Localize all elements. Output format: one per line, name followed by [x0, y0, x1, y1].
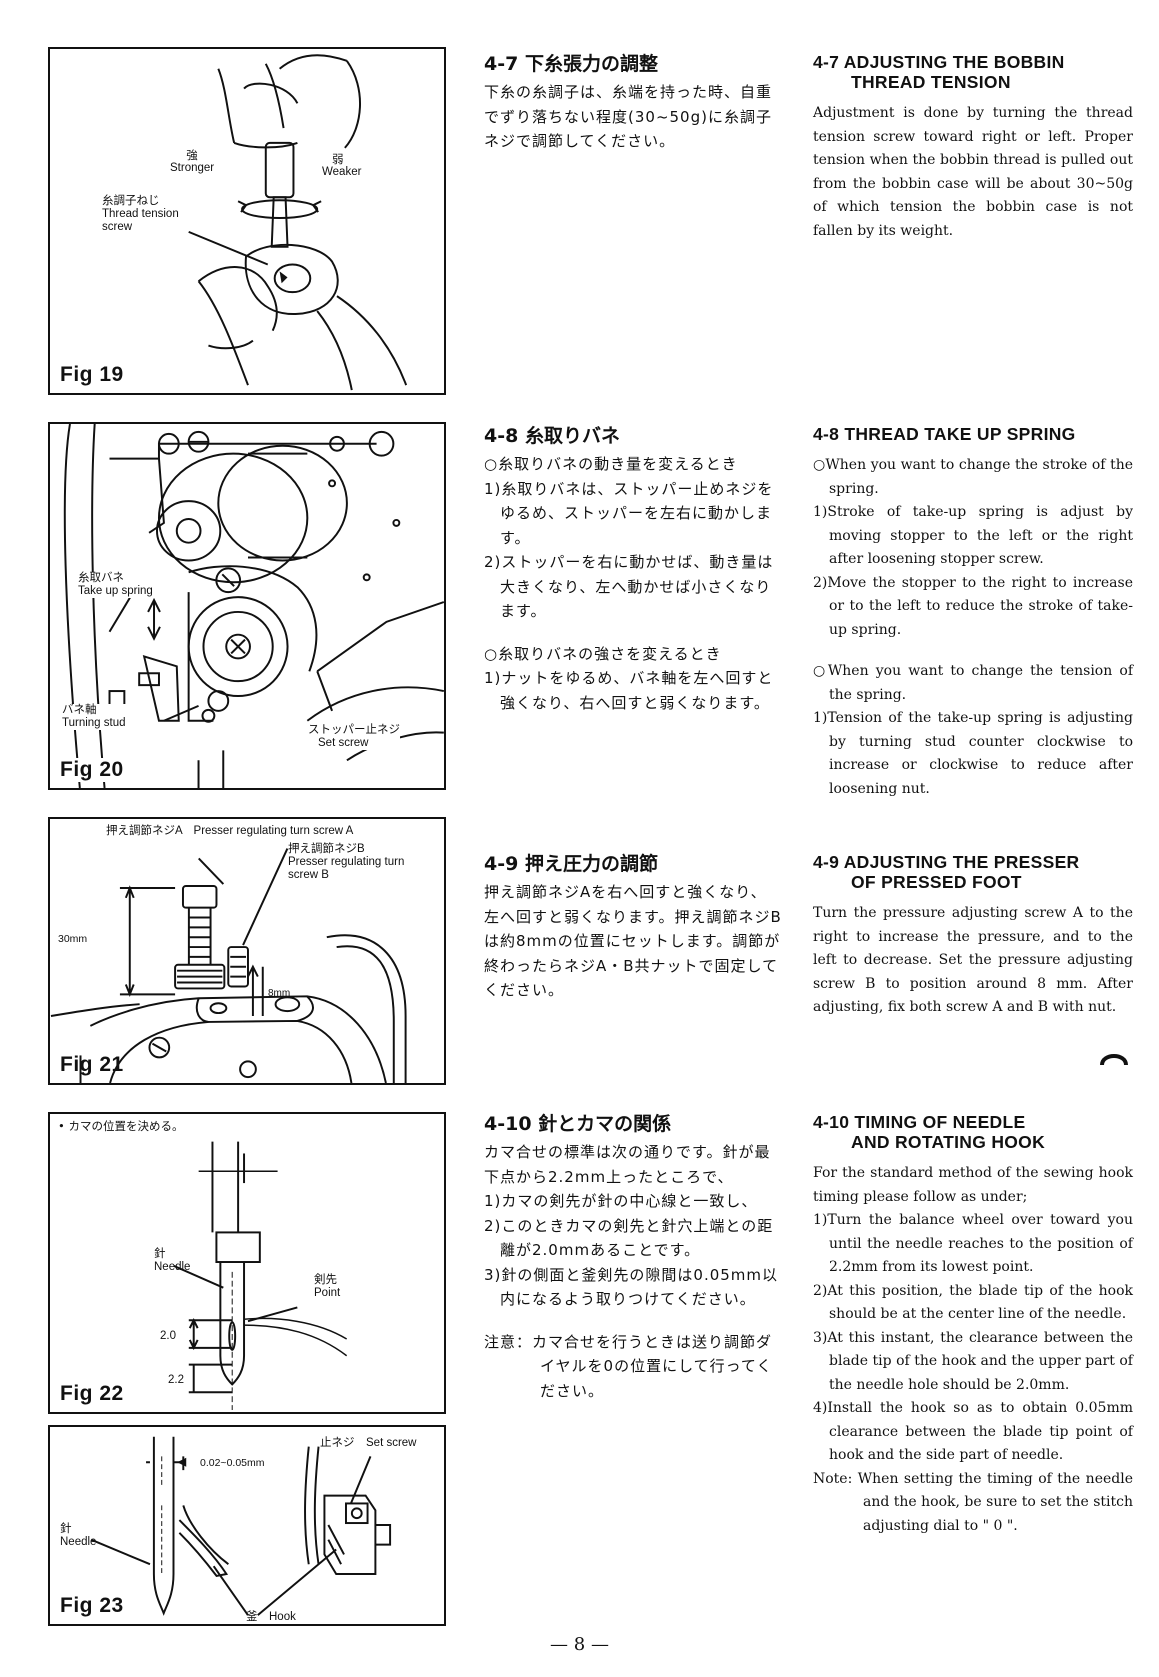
section-4-7-jp-text: 下糸の糸調子は、糸端を持った時、自重でずり落ちない程度(30~50g)に糸調子ネ… [484, 83, 773, 150]
section-4-10-japanese: 4-10 針とカマの関係 カマ合せの標準は次の通りです。針が最下点から2.2mm… [484, 1112, 782, 1403]
fig22-dim22: 2.2 [168, 1374, 184, 1386]
section-4-9-en-title: 4-9 ADJUSTING THE PRESSER OF PRESSED FOO… [813, 852, 1080, 892]
section-4-8-en-title: 4-8 THREAD TAKE UP SPRING [813, 424, 1076, 444]
fig19-weaker-label: 弱 Weaker [322, 152, 362, 179]
section-4-8-en-heading-1: ○When you want to change the stroke of t… [813, 457, 1133, 497]
section-4-10-en-item-3: 3)At this instant, the clearance between… [813, 1329, 1133, 1393]
section-4-8-english: 4-8 THREAD TAKE UP SPRING ○When you want… [813, 424, 1133, 801]
fig21-dim8: 8mm [268, 988, 291, 999]
fig23-clearance-label: 0.02~0.05mm [200, 1457, 265, 1469]
fig21-screwA-label: 押え調節ネジA Presser regulating turn screw A [106, 825, 354, 837]
fig19-screw-label: 糸調子ねじ Thread tension screw [102, 195, 179, 233]
page-number: — 8 — [550, 1634, 609, 1655]
figure-22: • カマの位置を決める。 針 Needle 剣先 Point 2.0 2.2 F… [48, 1112, 446, 1414]
section-4-10-en-title: 4-10 TIMING OF NEEDLE AND ROTATING HOOK [813, 1112, 1046, 1152]
fig20-label: Fig 20 [60, 758, 128, 782]
section-4-9-jp-title: 4-9 押え圧力の調節 [484, 853, 658, 875]
section-4-10-jp-title: 4-10 針とカマの関係 [484, 1113, 672, 1135]
section-4-8-japanese: 4-8 糸取りバネ ○糸取りバネの動き量を変えるとき 1)糸取りバネは、ストッパ… [484, 424, 782, 715]
figure-21: 押え調節ネジA Presser regulating turn screw A … [48, 817, 446, 1085]
section-4-7-jp-title: 4-7 下糸張力の調整 [484, 53, 658, 75]
fig22-illustration [173, 1141, 348, 1411]
section-4-8-en-item-3: 1)Tension of the take-up spring is adjus… [813, 710, 1133, 797]
section-4-10-en-item-2: 2)At this position, the blade tip of the… [813, 1282, 1133, 1323]
fig20-setscrew-label: ストッパー止ネジ Set screw [308, 724, 400, 750]
fig22-dim20: 2.0 [160, 1330, 176, 1342]
fig23-label: Fig 23 [60, 1594, 124, 1617]
fig23-needle-label: 針 Needle [60, 1523, 97, 1548]
fig22-point-label: 剣先 Point [314, 1274, 341, 1299]
fig19-stronger-label: 強 Stronger [170, 148, 215, 175]
section-4-7-en-text: Adjustment is done by turning the thread… [813, 105, 1133, 239]
section-4-7-english: 4-7 ADJUSTING THE BOBBIN THREAD TENSION … [813, 52, 1133, 243]
section-4-10-jp-text: カマ合せの標準は次の通りです。針が最下点から2.2mm上ったところで、 [484, 1143, 771, 1186]
section-4-7-en-title: 4-7 ADJUSTING THE BOBBIN THREAD TENSION [813, 52, 1065, 92]
section-4-10-english: 4-10 TIMING OF NEEDLE AND ROTATING HOOK … [813, 1112, 1133, 1538]
section-4-10-en-item-4: 4)Install the hook so as to obtain 0.05m… [813, 1400, 1133, 1463]
section-4-10-en-note: Note: When setting the timing of the nee… [813, 1470, 1133, 1534]
fig20-stud-label: バネ軸 Turning stud [62, 704, 126, 730]
section-4-10-jp-item-1: 1)カマの剣先が針の中心線と一致し、 [484, 1192, 758, 1210]
fig19-illustration [188, 54, 408, 391]
fig23-illustration [90, 1436, 392, 1616]
fig19-label: Fig 19 [60, 363, 124, 386]
section-4-9-japanese: 4-9 押え圧力の調節 押え調節ネジAを右へ回すと強くなり、左へ回すと弱くなりま… [484, 852, 782, 1003]
section-4-10-en-text: For the standard method of the sewing ho… [813, 1165, 1133, 1205]
section-4-8-jp-item-2: 2)ストッパーを右に動かせば、動き量は大きくなり、左へ動かせば小さくなります。 [484, 553, 774, 620]
fig21-screwB-label: 押え調節ネジB Presser regulating turn screw B [288, 843, 405, 881]
fig21-dim30: 30mm [58, 933, 88, 945]
section-4-10-jp-note: 注意：カマ合せを行うときは送り調節ダイヤルを0の位置にして行ってください。 [484, 1332, 773, 1400]
section-4-8-jp-heading-1: ○糸取りバネの動き量を変えるとき [484, 455, 738, 473]
figure-20: 糸取バネ Take up spring バネ軸 Turning stud ストッ… [48, 422, 446, 790]
section-4-9-en-text: Turn the pressure adjusting screw A to t… [813, 905, 1133, 1015]
section-4-7-japanese: 4-7 下糸張力の調整 下糸の糸調子は、糸端を持った時、自重でずり落ちない程度(… [484, 52, 782, 154]
figure-19: 強 Stronger 弱 Weaker 糸調子ねじ Thread tension… [48, 47, 446, 395]
fig22-label: Fig 22 [60, 1382, 124, 1405]
fig22-needle-label: 針 Needle [154, 1248, 191, 1273]
section-4-8-jp-title: 4-8 糸取りバネ [484, 425, 620, 447]
fig20-spring-label: 糸取バネ Take up spring [78, 572, 153, 598]
section-4-10-jp-item-3: 3)針の側面と釜剣先の隙間は0.05mm以内になるよう取りつけてください。 [484, 1265, 779, 1309]
section-4-10-en-item-1: 1)Turn the balance wheel over toward you… [813, 1212, 1133, 1275]
figure-23: 止ネジ Set screw 0.02~0.05mm 針 Needle 釜 Hoo… [48, 1425, 446, 1626]
fig21-label: Fig 21 [60, 1053, 124, 1076]
section-4-9-jp-text: 押え調節ネジAを右へ回すと強くなり、左へ回すと弱くなります。押え調節ネジBは約8… [484, 883, 782, 999]
corner-mark-icon [1100, 1054, 1128, 1066]
section-4-8-jp-item-3: 1)ナットをゆるめ、バネ軸を左へ回すと強くなり、右へ回すと弱くなります。 [484, 669, 774, 712]
section-4-8-jp-heading-2: ○糸取りバネの強さを変えるとき [484, 644, 722, 663]
section-4-9-english: 4-9 ADJUSTING THE PRESSER OF PRESSED FOO… [813, 852, 1133, 1020]
fig23-setscrew-label: 止ネジ Set screw [320, 1437, 417, 1449]
section-4-8-en-heading-2: ○When you want to change the tension of … [813, 663, 1133, 703]
section-4-8-en-item-2: 2)Move the stopper to the right to incre… [813, 574, 1133, 638]
section-4-8-en-item-1: 1)Stroke of take-up spring is adjust by … [813, 504, 1133, 567]
fig21-illustration [50, 848, 407, 1083]
fig23-hook-label: 釜 Hook [246, 1611, 296, 1623]
section-4-10-jp-item-2: 2)このときカマの剣先と針穴上端との距離が2.0mmあることです。 [484, 1216, 774, 1260]
section-4-8-jp-item-1: 1)糸取りバネは、ストッパー止めネジをゆるめ、ストッパーを左右に動かします。 [484, 479, 774, 547]
fig22-note: • カマの位置を決める。 [58, 1119, 184, 1133]
